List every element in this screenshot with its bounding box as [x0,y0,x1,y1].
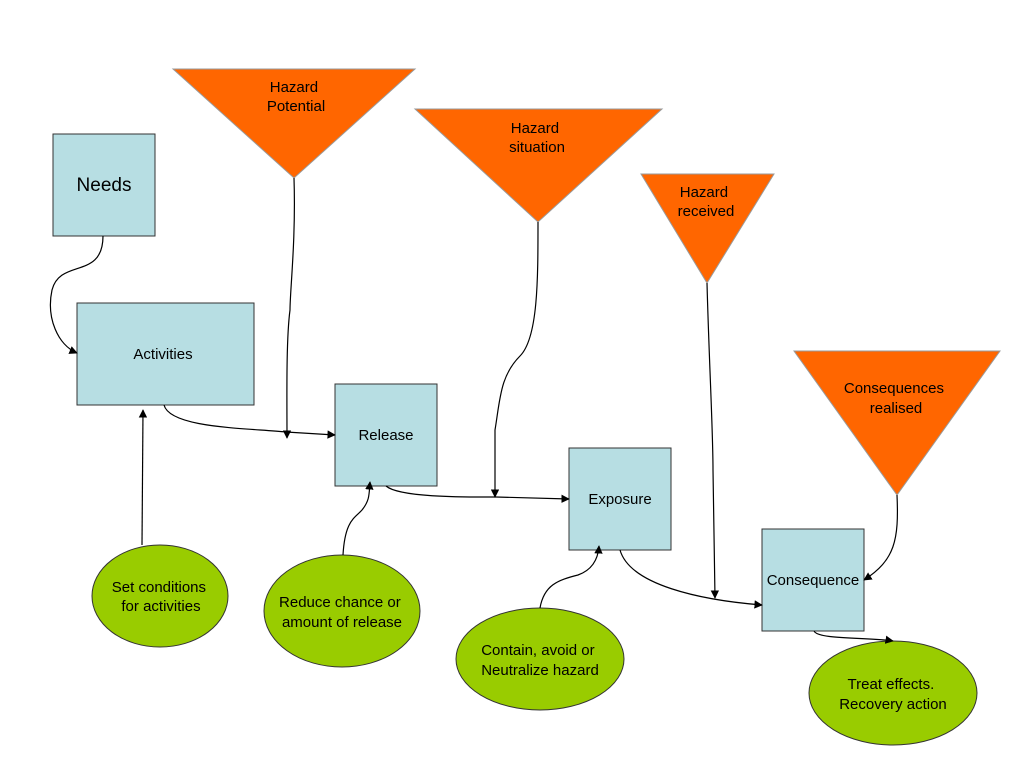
svg-text:Hazard Potential: Hazard Potential [267,79,325,115]
svg-text:Treat effects. Recovery: Treat effects. Recovery action [839,676,947,713]
release-label: Release [358,427,413,444]
exposure-label: Exposure [588,491,651,508]
release-node: Release [334,383,438,487]
hazard-situation-to-exposure-arrow [490,221,539,498]
hazard-received-node: Hazard received [640,173,775,284]
svg-text:Reduce chance or amount: Reduce chance or amount of release [279,594,405,631]
reduce-release-line2: amount of release [282,614,402,631]
needs-node: Needs [52,133,156,237]
set-conditions-line2: for activities [121,598,200,615]
hazard-potential-triangle [171,68,417,179]
treat-effects-line1: Treat effects. [848,676,935,693]
hazard-potential-line2: Potential [267,98,325,115]
hazard-situation-triangle [413,108,664,223]
activities-to-release-arrow [163,404,336,439]
consequence-box [761,528,865,632]
svg-text:Contain, avoid or Neutra: Contain, avoid or Neutralize hazard [481,642,599,679]
needs-box [52,133,156,237]
release-to-exposure-arrow [385,485,570,503]
contain-hazard-node: Contain, avoid or Neutralize hazard [455,607,625,711]
svg-text:Hazard received: Hazard received [678,184,735,220]
exposure-node: Exposure [568,447,672,551]
treat-effects-line2: Recovery action [839,696,947,713]
exposure-to-consequence-arrow [619,549,763,609]
reduce-release-to-release-arrow [342,481,374,556]
consequence-to-treat-effects-arrow [813,630,894,644]
contain-hazard-line1: Contain, avoid or [481,642,594,659]
treat-effects-node: Treat effects. Recovery action [808,640,978,746]
set-conditions-to-activities-arrow [138,409,148,546]
svg-text:Consequences realised: Consequences realised [844,380,948,417]
reduce-release-line1: Reduce chance or [279,594,401,611]
needs-to-activities-arrow [49,235,104,354]
contain-hazard-line2: Neutralize hazard [481,662,599,679]
set-conditions-line1: Set conditions [112,579,206,596]
svg-text:Hazard situation: Hazard situation [509,120,565,156]
activities-box [76,302,255,406]
realised-to-consequence-arrow [863,494,898,581]
hazard-situation-node: Hazard situation [413,108,664,223]
set-conditions-ellipse [91,544,229,648]
needs-label: Needs [77,175,132,196]
contain-hazard-to-exposure-arrow [539,545,603,609]
consequence-label: Consequence [767,572,860,589]
consequences-realised-line2: realised [870,400,923,417]
consequences-realised-line1: Consequences [844,380,944,397]
consequences-realised-triangle [793,350,1001,496]
hazard-potential-line1: Hazard [270,79,318,96]
consequences-realised-node: Consequences realised [793,350,1001,496]
hazard-received-to-consequence-arrow [706,282,720,599]
hazard-situation-line2: situation [509,139,565,156]
release-box [334,383,438,487]
svg-text:Set conditions for activ: Set conditions for activities [112,579,210,615]
hazard-received-triangle [640,173,775,284]
activities-label: Activities [133,346,192,363]
hazard-potential-to-release-arrow [282,177,295,439]
hazard-potential-node: Hazard Potential [171,68,417,179]
consequence-node: Consequence [761,528,865,632]
treat-effects-ellipse [808,640,978,746]
reduce-release-ellipse [263,554,421,668]
reduce-release-node: Reduce chance or amount of release [263,554,421,668]
set-conditions-node: Set conditions for activities [91,544,229,648]
contain-hazard-ellipse [455,607,625,711]
hazard-situation-line1: Hazard [511,120,559,137]
hazard-received-line1: Hazard [680,184,728,201]
connectors [49,177,898,644]
hazard-received-line2: received [678,203,735,220]
activities-node: Activities [76,302,255,406]
